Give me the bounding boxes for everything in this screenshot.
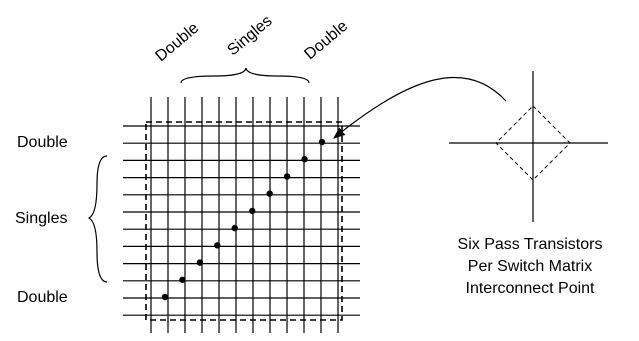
switch-point-dot [161, 293, 169, 301]
caption-line-2: Per Switch Matrix [467, 258, 593, 275]
caption-line-1: Six Pass Transistors [457, 236, 603, 253]
switch-point-dot [266, 190, 273, 197]
switch-point-dot [249, 207, 256, 215]
switch-point-dot [231, 224, 238, 232]
detail-arrow [333, 76, 507, 139]
switch-point-dot [318, 138, 326, 146]
left-label-double-top: Double [17, 134, 68, 151]
interconnect-point-detail [449, 71, 608, 222]
routing-grid [123, 97, 360, 333]
left-label-double-bottom: Double [17, 289, 68, 306]
switch-point-dot [179, 276, 186, 283]
diagonal-connection-points [161, 138, 326, 301]
left-singles-brace [87, 155, 108, 283]
detail-caption: Six Pass Transistors Per Switch Matrix I… [424, 234, 636, 300]
switch-point-dot [301, 156, 308, 163]
switch-point-dot [214, 242, 221, 249]
left-label-singles: Singles [15, 210, 68, 227]
top-singles-brace [180, 67, 310, 84]
switch-point-dot [196, 259, 204, 266]
caption-line-3: Interconnect Point [465, 280, 595, 297]
switch-matrix-boundary [145, 121, 343, 321]
switch-point-dot [283, 173, 291, 180]
